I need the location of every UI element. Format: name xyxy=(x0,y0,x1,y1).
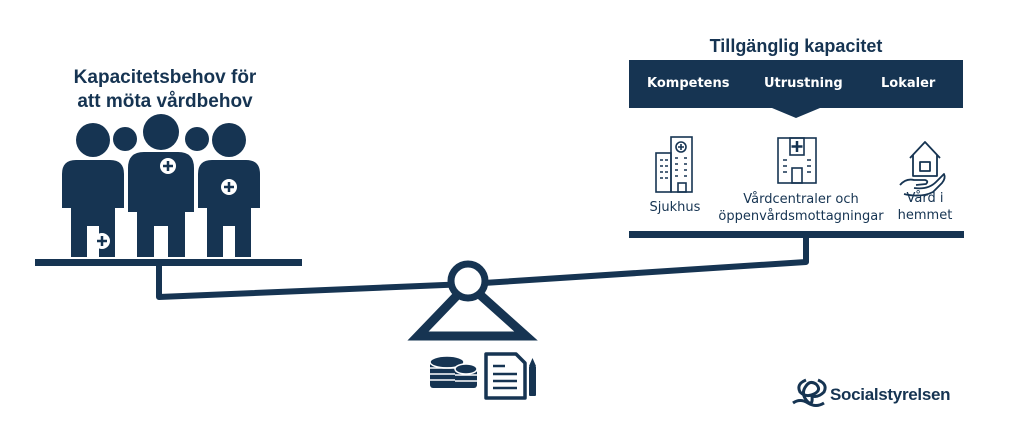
banner-label-competence: Kompetens xyxy=(647,76,730,91)
left-scale-pan xyxy=(35,259,302,266)
right-scale-pan xyxy=(629,231,964,238)
available-capacity-title: Tillgänglig kapacitet xyxy=(709,36,883,56)
facility-label-hospital: Sjukhus xyxy=(640,199,710,216)
medical-plus-icon xyxy=(94,233,110,249)
facility-label-home-care-line-1: Vård i xyxy=(906,191,944,206)
brand-name: Socialstyrelsen xyxy=(830,385,951,404)
people-group-icon xyxy=(62,114,260,257)
health-center-icon xyxy=(777,137,817,184)
facility-label-hospital-line: Sjukhus xyxy=(649,200,701,215)
capacity-need-title-line-2: att möta vårdbehov xyxy=(77,91,253,112)
pen-icon xyxy=(529,358,536,396)
socialstyrelsen-logo-icon xyxy=(792,378,827,407)
coins-icon xyxy=(429,355,478,388)
facility-label-home-care-line-2: hemmet xyxy=(897,208,953,223)
banner-label-equipment: Utrustning xyxy=(764,76,843,91)
medical-plus-icon xyxy=(160,158,176,174)
facility-label-home-care: Vård i hemmet xyxy=(890,190,960,224)
facility-label-health-center: Vårdcentraler och öppenvårdsmottagningar xyxy=(706,191,896,225)
banner-label-premises: Lokaler xyxy=(881,76,936,91)
fulcrum-triangle xyxy=(407,277,538,341)
facility-label-health-center-line-2: öppenvårdsmottagningar xyxy=(718,209,884,224)
facility-label-health-center-line-1: Vårdcentraler och xyxy=(743,192,859,207)
home-care-icon xyxy=(899,141,946,197)
document-icon xyxy=(484,352,527,400)
capacity-need-title-line-1: Kapacitetsbehov för xyxy=(73,67,257,88)
pivot-circle xyxy=(447,260,489,302)
capacity-need-title: Kapacitetsbehov för att möta vårdbehov xyxy=(40,66,290,114)
capacity-banner xyxy=(629,60,963,118)
medical-plus-icon xyxy=(221,179,237,195)
hospital-building-icon xyxy=(655,136,693,193)
